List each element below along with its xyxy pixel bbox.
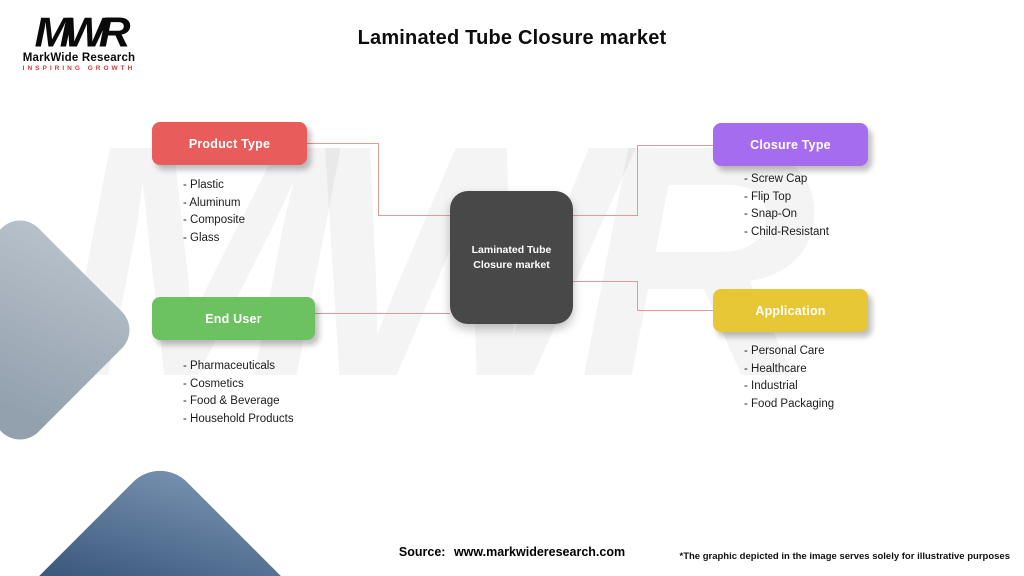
connector-closure-segment [637,145,713,146]
connector-closure-segment [637,145,638,216]
application-items: - Personal Care - Healthcare - Industria… [744,343,834,413]
connector-enduser-segment [315,313,450,314]
list-item: - Pharmaceuticals [183,360,276,372]
source-url-link[interactable]: www.markwideresearch.com [453,545,626,559]
page-title: Laminated Tube Closure market [357,27,667,49]
list-item: - Glass [183,231,220,244]
logo-company-name: MarkWide Research [22,51,136,64]
connector-application-segment [637,310,713,311]
connector-closure-segment [573,215,637,216]
source-line: Source: www.markwideresearch.com [0,545,1024,559]
list-item: - Food & Beverage [183,395,280,407]
node-closure-type-label: Closure Type [750,137,831,152]
list-item: - Screw Cap [744,173,808,185]
node-closure-type: Closure Type [713,123,868,166]
connector-product-segment [307,143,378,144]
closure-type-items: - Screw Cap - Flip Top - Snap-On - Child… [744,171,829,241]
center-node-label: Laminated Tube Closure market [471,244,552,271]
node-application-label: Application [755,303,826,318]
list-item: - Composite [183,214,245,226]
source-label: Source: [398,545,446,559]
product-type-items: - Plastic - Aluminum - Composite - Glass [183,177,245,247]
list-item: - Cosmetics [183,377,244,390]
center-node: Laminated Tube Closure market [450,191,573,324]
logo-tagline: INSPIRING GROWTH [22,64,136,72]
node-application: Application [713,289,868,332]
list-item: - Personal Care [744,345,825,357]
list-item: - Flip Top [744,190,792,203]
connector-application-segment [637,281,638,310]
list-item: - Aluminum [183,196,241,209]
list-item: - Food Packaging [744,397,835,410]
list-item: - Child-Resistant [744,225,829,238]
list-item: - Plastic [183,179,224,191]
connector-application-segment [573,281,637,282]
node-end-user-label: End User [205,311,262,326]
list-item: - Industrial [744,380,798,392]
node-end-user: End User [152,297,315,340]
list-item: - Household Products [183,412,294,425]
connector-product-segment [378,143,379,215]
node-product-type: Product Type [152,122,307,165]
end-user-items: - Pharmaceuticals - Cosmetics - Food & B… [183,358,294,428]
node-product-type-label: Product Type [188,136,271,151]
connector-product-segment [378,215,450,216]
mwr-logo-icon: MWR [34,9,131,56]
list-item: - Snap-On [744,208,798,220]
disclaimer-text: *The graphic depicted in the image serve… [679,551,1011,562]
markwide-logo: MWR MarkWide Research INSPIRING GROWTH [20,12,138,72]
list-item: - Healthcare [744,362,807,375]
